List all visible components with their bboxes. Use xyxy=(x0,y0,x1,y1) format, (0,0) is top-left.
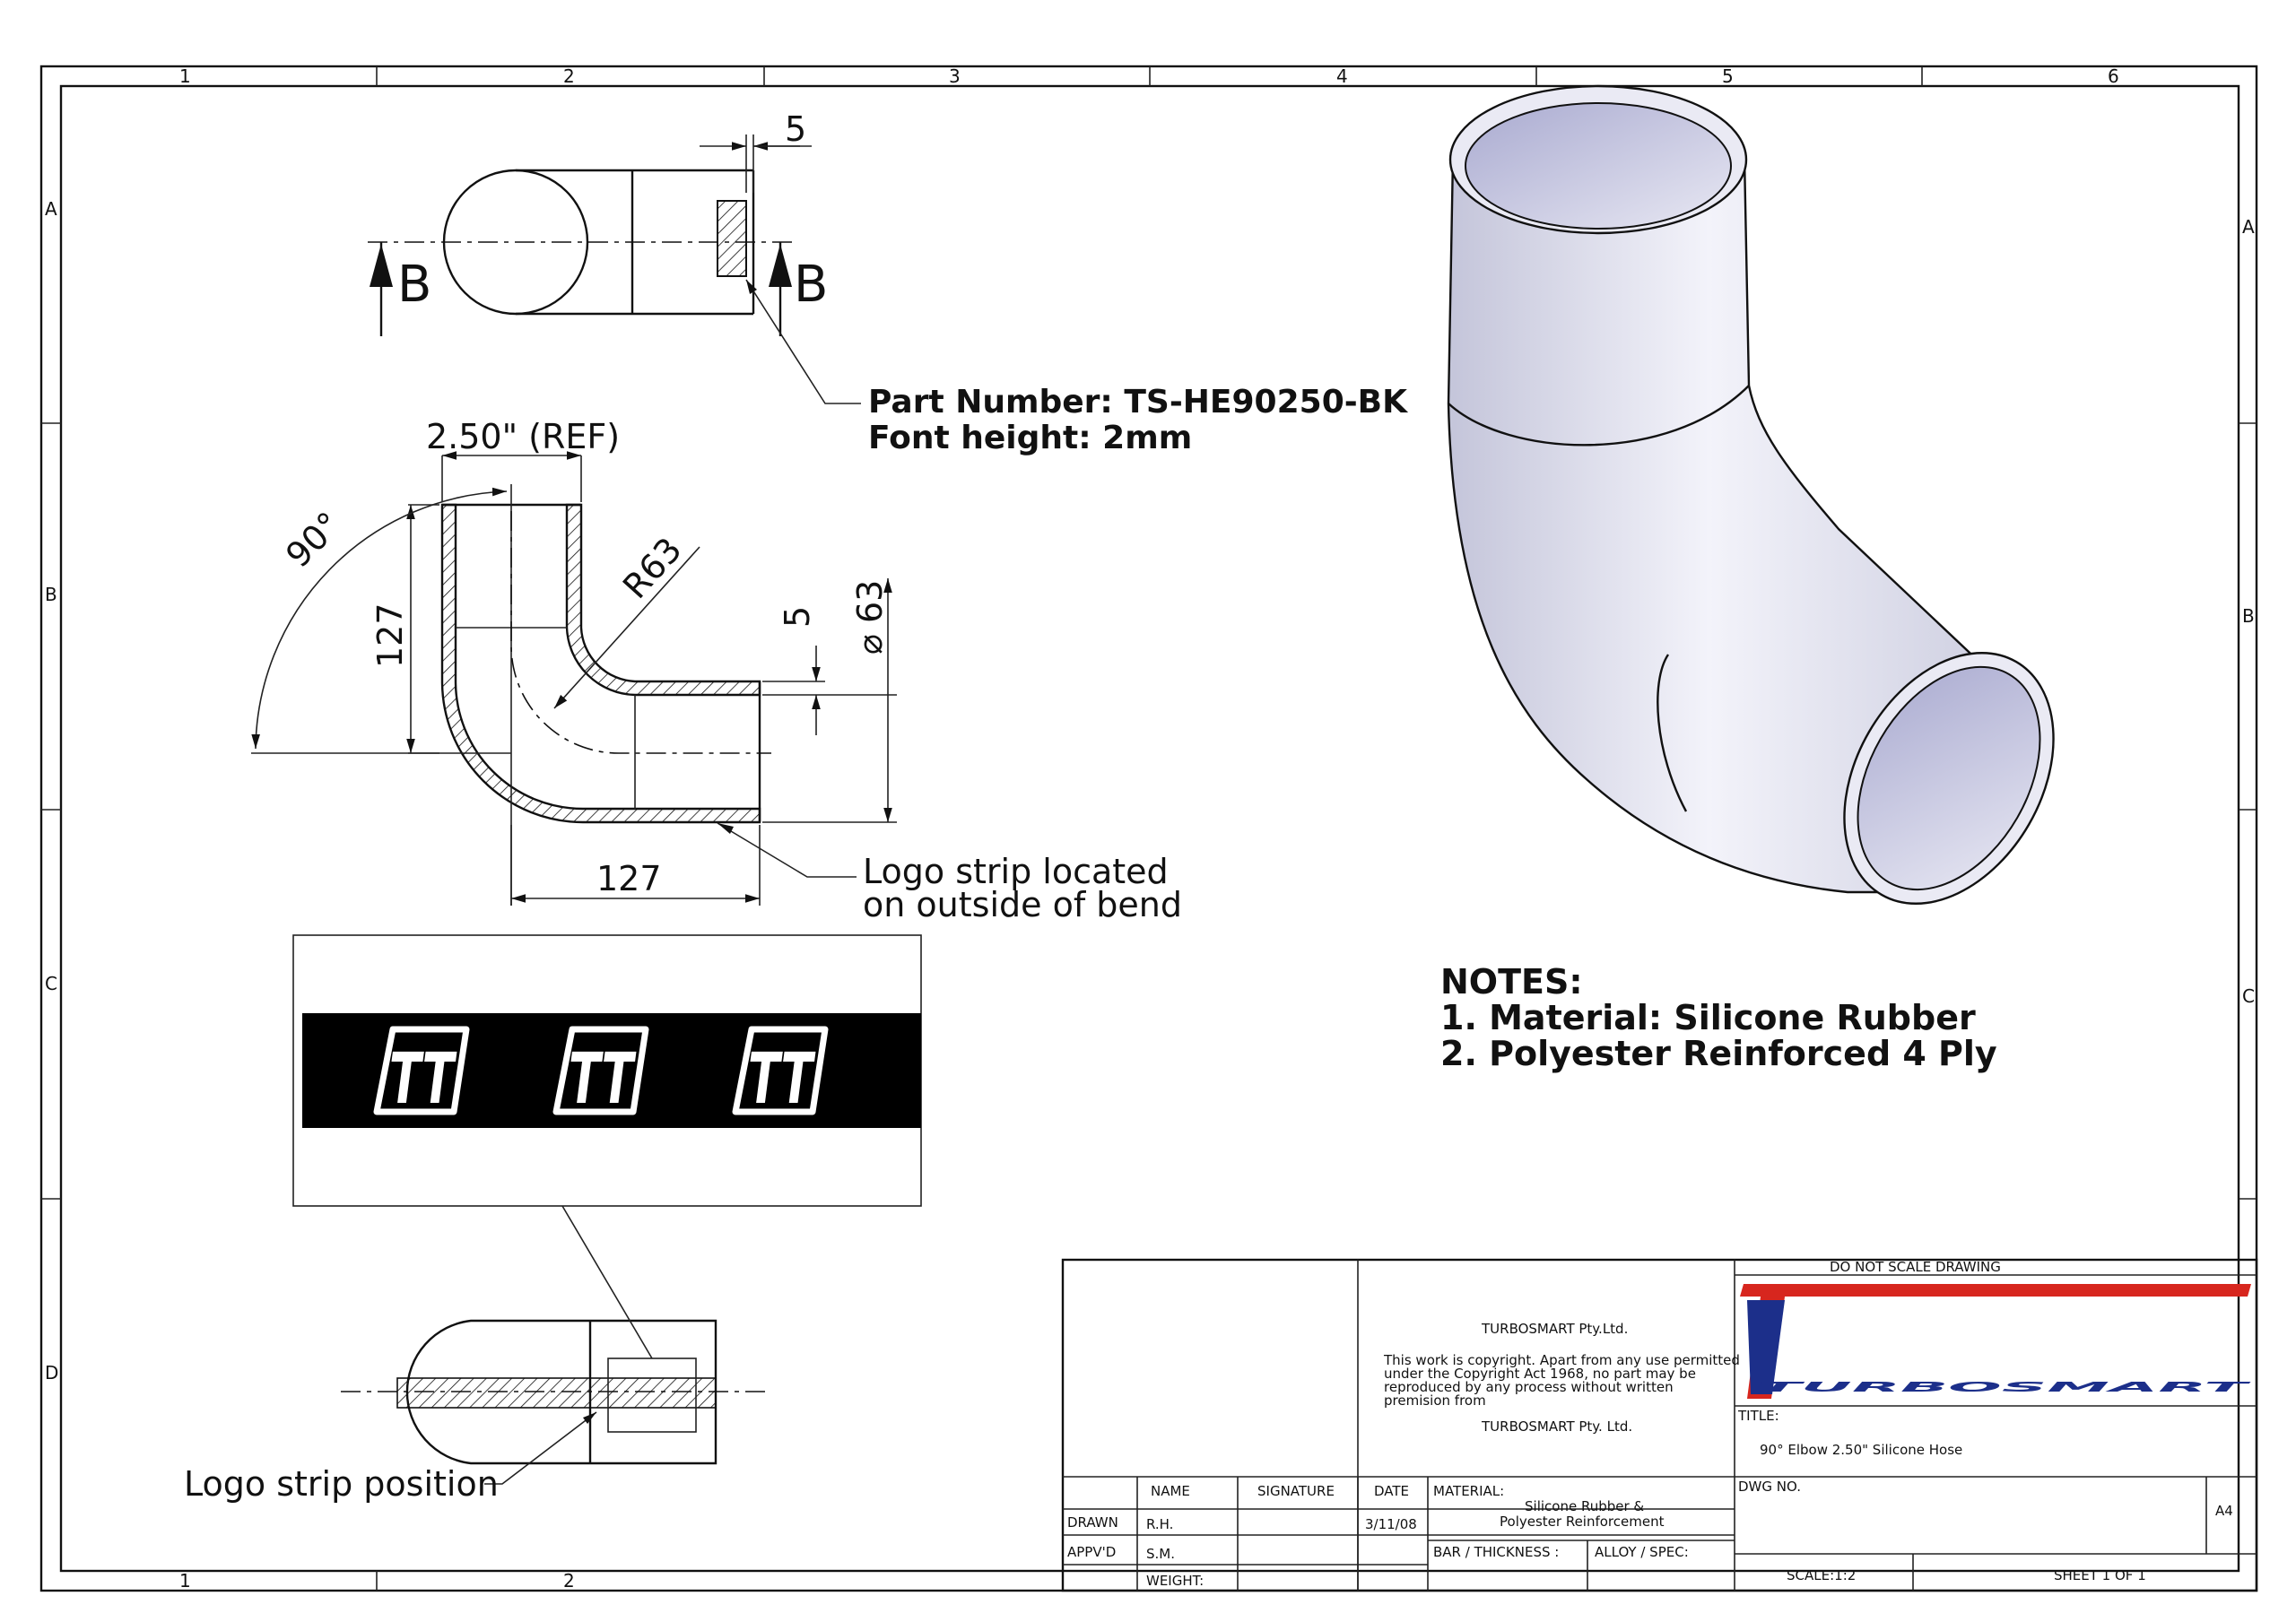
title-block: DO NOT SCALE DRAWING TURBOSMART Pty.Ltd.… xyxy=(1061,1258,2258,1592)
top-view: B B 5 Part Number: TS-HE90250-BK Font he… xyxy=(368,109,1408,456)
drawn-label: DRAWN xyxy=(1067,1514,1118,1531)
dwg-number-label: DWG NO. xyxy=(1738,1479,1801,1495)
row-label: C xyxy=(2242,985,2255,1007)
logo-glyph: TT xyxy=(373,1026,470,1120)
logo-glyph-text: TT xyxy=(569,1039,637,1120)
column-label: 2 xyxy=(563,65,575,87)
column-label: 2 xyxy=(563,1570,575,1592)
signature-header: SIGNATURE xyxy=(1257,1483,1335,1499)
logo-strip-callout-line2: on outside of bend xyxy=(863,885,1182,924)
notes: NOTES: 1. Material: Silicone Rubber 2. P… xyxy=(1440,962,1997,1073)
alloy-spec-label: ALLOY / SPEC: xyxy=(1595,1544,1689,1560)
name-header: NAME xyxy=(1151,1483,1190,1499)
dimension-wall: 5 xyxy=(778,606,817,628)
note-material: 1. Material: Silicone Rubber xyxy=(1440,998,1976,1037)
isometric-hose xyxy=(1447,84,2055,905)
scale-label: SCALE:1:2 xyxy=(1787,1567,1856,1583)
dimension-ref-diameter: 2.50" (REF) xyxy=(426,417,620,456)
material-line1: Silicone Rubber & xyxy=(1525,1498,1644,1514)
row-label: A xyxy=(45,198,57,220)
turbosmart-logo: TURBOSMART xyxy=(1740,1284,2254,1399)
column-label: 5 xyxy=(1722,65,1734,87)
copyright-line: This work is copyright. Apart from any u… xyxy=(1383,1352,1740,1368)
material-label: MATERIAL: xyxy=(1433,1483,1504,1499)
sheet-label: SHEET 1 OF 1 xyxy=(2054,1567,2146,1583)
approved-label: APPV'D xyxy=(1067,1544,1116,1560)
section-view: 2.50" (REF) 127 90° R63 5 ⌀ 63 127 Logo … xyxy=(251,417,1182,924)
column-label: 4 xyxy=(1336,65,1348,87)
sheet-size: A4 xyxy=(2215,1503,2233,1519)
row-label: D xyxy=(45,1362,58,1383)
company-footer: TURBOSMART Pty. Ltd. xyxy=(1481,1418,1632,1435)
dimension-diameter: ⌀ 63 xyxy=(850,580,890,655)
dimension-length: 127 xyxy=(596,859,662,898)
logo-glyph-text: TT xyxy=(748,1039,816,1120)
logo-glyph: TT xyxy=(732,1026,829,1120)
copyright-line: premision from xyxy=(1384,1392,1486,1409)
logo-strip-callout-line1: Logo strip located xyxy=(863,852,1169,891)
copyright-line: under the Copyright Act 1968, no part ma… xyxy=(1384,1366,1696,1382)
font-height-callout: Font height: 2mm xyxy=(868,420,1192,456)
row-label: B xyxy=(2242,605,2255,627)
company-name: TURBOSMART Pty.Ltd. xyxy=(1481,1321,1628,1337)
brand-wordmark: TURBOSMART xyxy=(1758,1379,2254,1395)
section-marker-left: B xyxy=(397,256,431,314)
dimension-offset: 5 xyxy=(785,109,806,149)
material-line2: Polyester Reinforcement xyxy=(1500,1514,1665,1530)
approved-name: S.M. xyxy=(1146,1546,1175,1562)
section-marker-right: B xyxy=(794,256,828,314)
row-label: B xyxy=(45,584,57,605)
drawn-name: R.H. xyxy=(1146,1516,1173,1532)
part-number-callout: Part Number: TS-HE90250-BK xyxy=(868,384,1408,421)
end-view: Logo strip position xyxy=(184,1205,771,1504)
column-label: 1 xyxy=(179,1570,191,1592)
copyright-line: reproduced by any process without writte… xyxy=(1384,1379,1674,1395)
logo-glyph-text: TT xyxy=(389,1039,457,1120)
column-label: 3 xyxy=(949,65,961,87)
bar-thickness-label: BAR / THICKNESS : xyxy=(1433,1544,1559,1560)
do-not-scale: DO NOT SCALE DRAWING xyxy=(1830,1259,2001,1275)
drawing-title: 90° Elbow 2.50" Silicone Hose xyxy=(1760,1442,1962,1458)
dimension-angle: 90° xyxy=(278,505,349,576)
title-label: TITLE: xyxy=(1737,1408,1779,1424)
logo-band-detail: TT TT TT xyxy=(292,934,922,1207)
weight-label: WEIGHT: xyxy=(1146,1573,1204,1589)
note-reinforcement: 2. Polyester Reinforced 4 Ply xyxy=(1440,1034,1997,1073)
row-label: A xyxy=(2242,216,2255,238)
logo-position-callout: Logo strip position xyxy=(184,1464,499,1504)
logo-glyph: TT xyxy=(552,1026,649,1120)
row-label: C xyxy=(45,973,57,994)
date-header: DATE xyxy=(1374,1483,1409,1499)
drawn-date: 3/11/08 xyxy=(1365,1516,1417,1532)
column-label: 1 xyxy=(179,65,191,87)
dimension-height: 127 xyxy=(370,603,410,668)
dimension-radius: R63 xyxy=(615,530,690,606)
column-label: 6 xyxy=(2108,65,2119,87)
notes-heading: NOTES: xyxy=(1440,962,1583,1002)
